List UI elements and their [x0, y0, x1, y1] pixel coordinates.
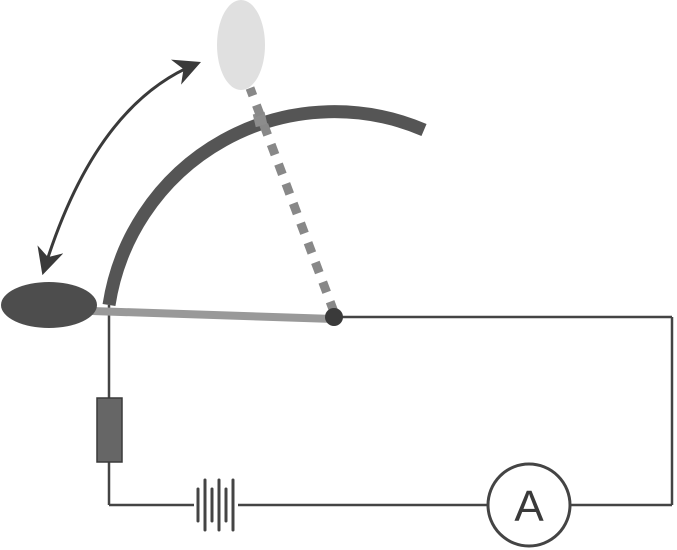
ghost-weight [217, 0, 265, 90]
resistor [96, 397, 123, 463]
pendulum-rod [88, 307, 338, 323]
resistance-arc-track [102, 105, 427, 306]
circuit-wires [107, 305, 674, 507]
ammeter-circle [486, 462, 572, 548]
battery [196, 478, 235, 532]
swing-arrow [37, 59, 202, 276]
pivot-point [325, 308, 343, 326]
ghost-pendulum-rod [245, 86, 339, 314]
pendulum-weight [1, 282, 97, 328]
ammeter: A [486, 462, 572, 548]
ammeter-label: A [514, 482, 544, 531]
